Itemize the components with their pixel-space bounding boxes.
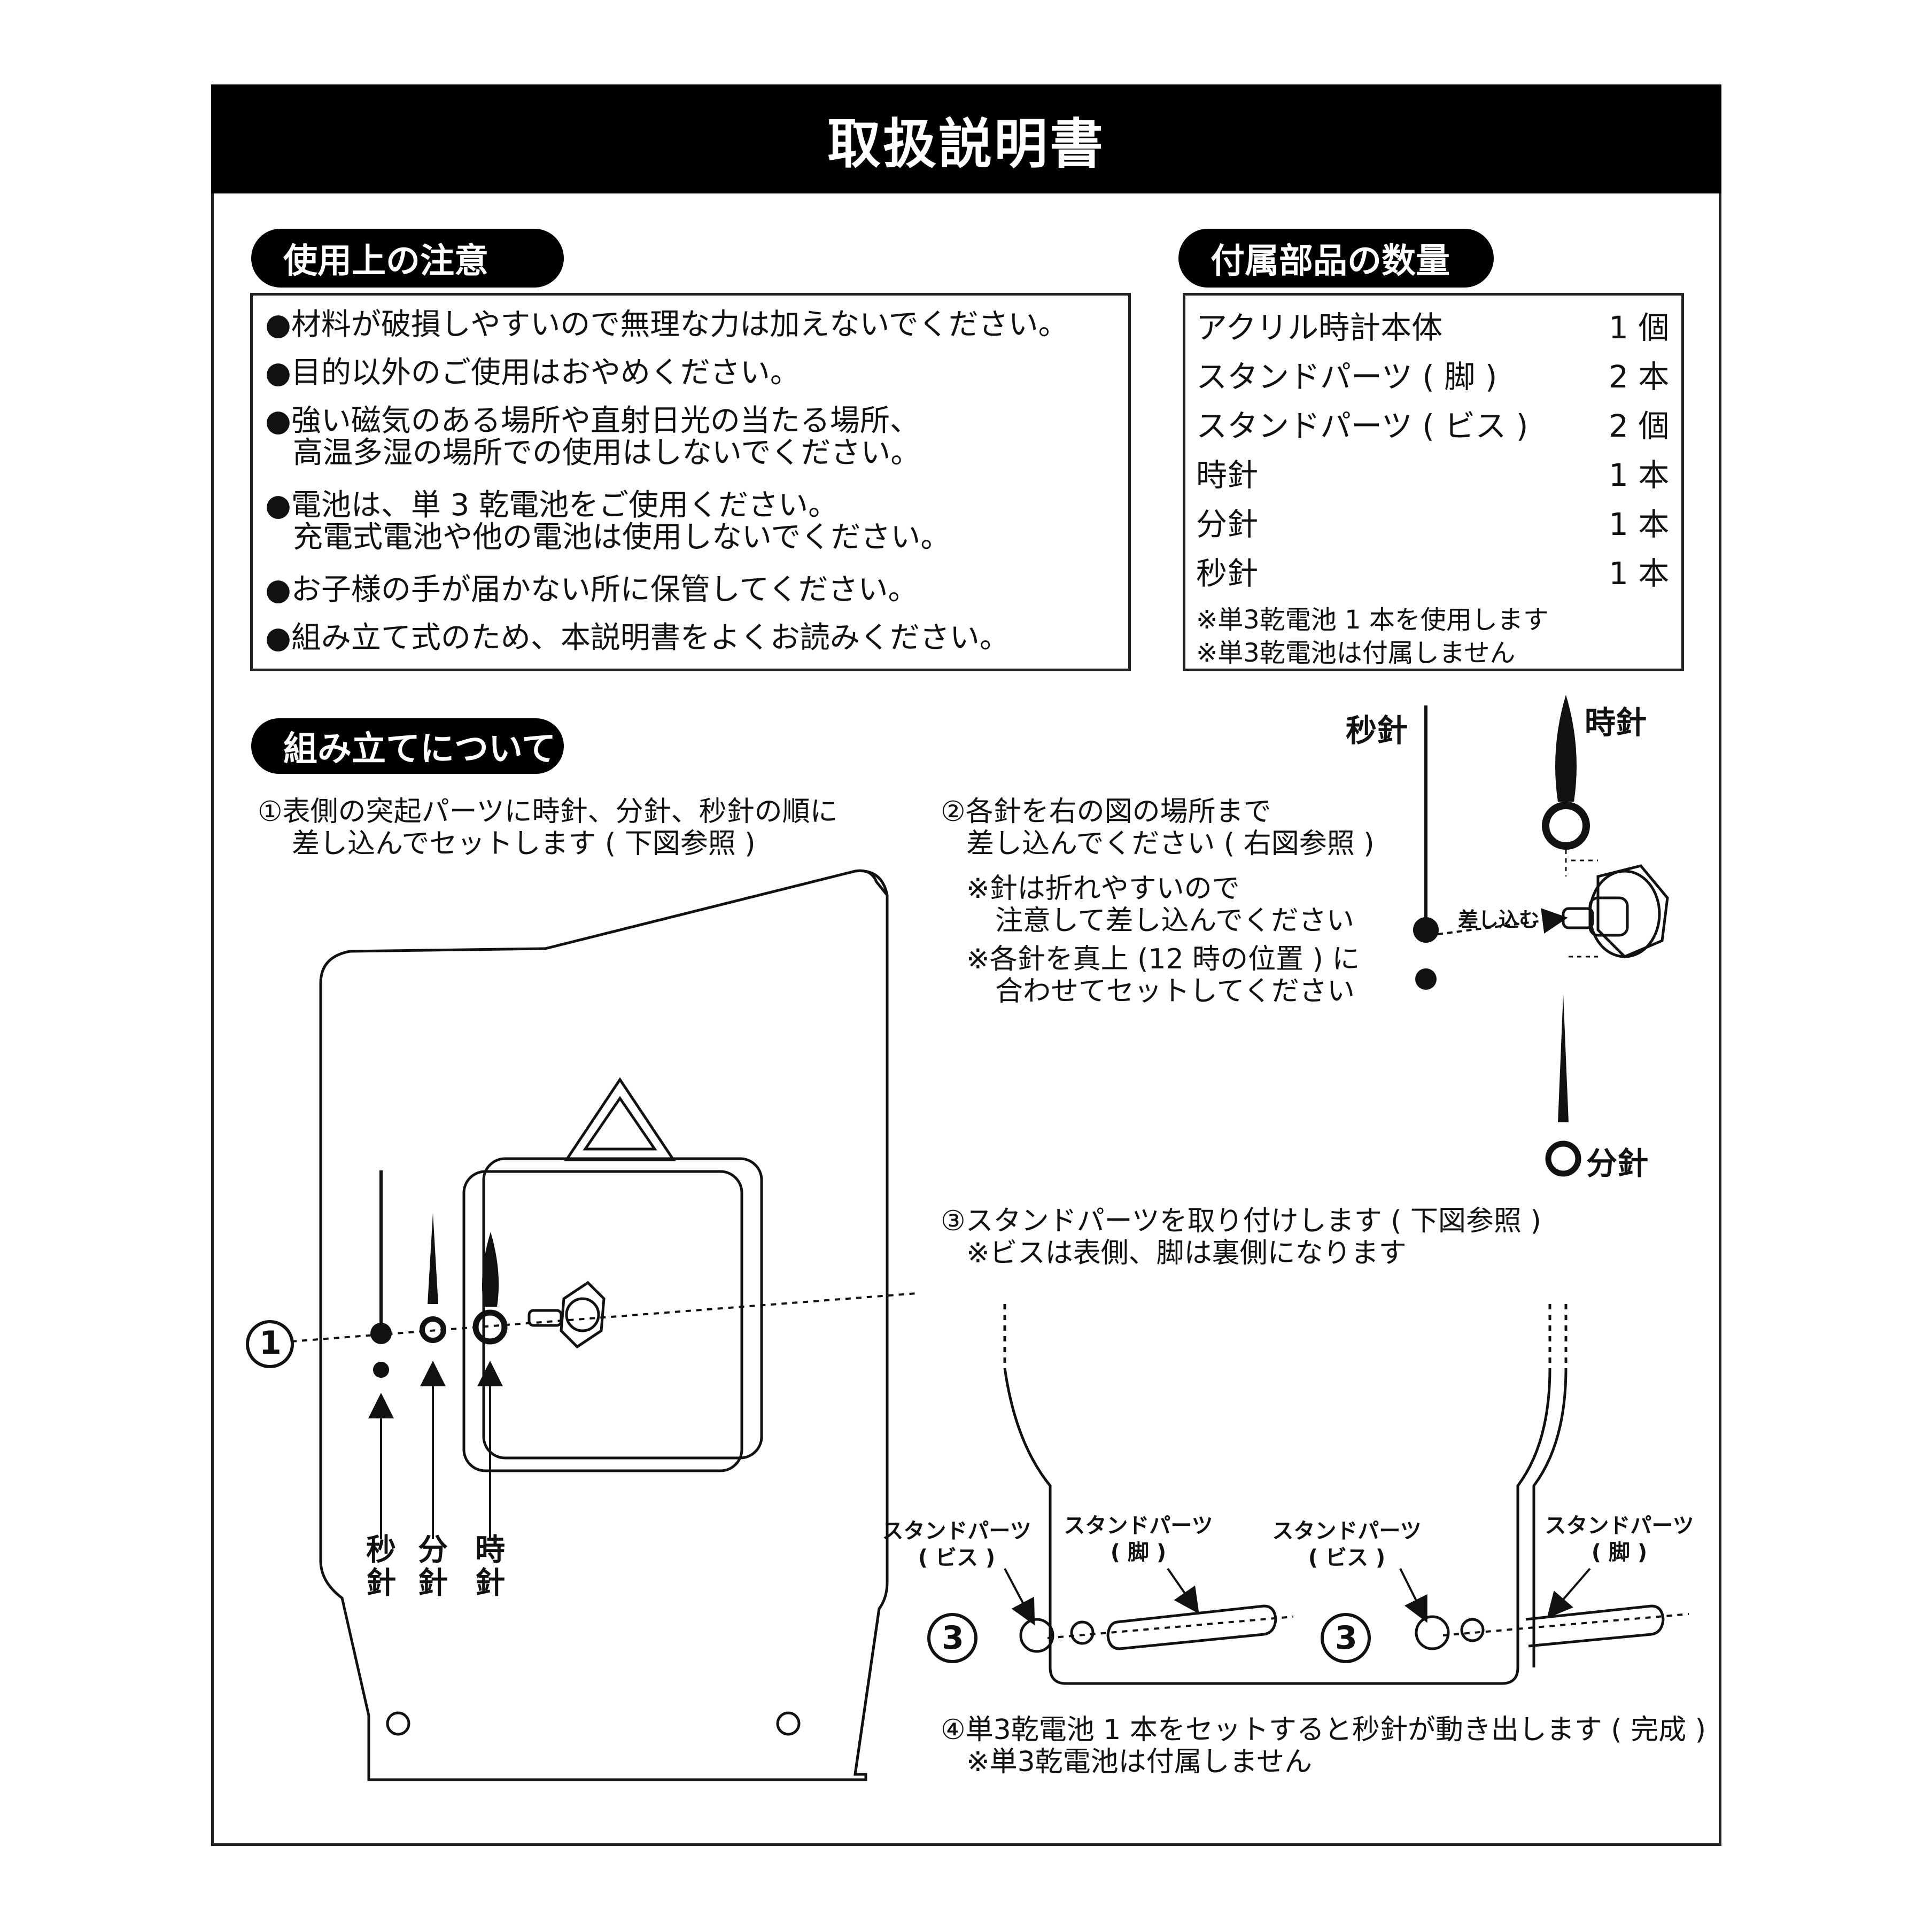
parts-row-name: スタンドパーツ ( ビス )	[1196, 408, 1528, 444]
caution-item: ●組み立て式のため、本説明書をよくお読みください。	[265, 620, 1010, 655]
step3-line: ※ビスは表側、脚は裏側になります	[966, 1237, 1407, 1269]
parts-row-qty: 1 本	[1609, 506, 1670, 542]
minute-hand-label: 分 針	[418, 1533, 448, 1601]
parts-note: ※単3乾電池 1 本を使用します	[1196, 605, 1549, 635]
caution-box	[250, 293, 1131, 671]
marker-1: 1	[259, 1324, 282, 1362]
page-title: 取扱説明書	[211, 84, 1721, 193]
parts-row-name: 分針	[1196, 506, 1259, 542]
hands-detail-illustration	[1413, 695, 1669, 1177]
stand-leg-label: スタンドパーツ ( 脚 )	[1064, 1514, 1213, 1565]
marker-3: 3	[1335, 1619, 1357, 1657]
hour-hand-label: 時針	[1585, 704, 1647, 741]
step3-line: ③スタンドパーツを取り付けします ( 下図参照 )	[941, 1205, 1541, 1237]
step2-line: 合わせてセットしてください	[995, 975, 1355, 1007]
stand-leg-label: スタンドパーツ ( 脚 )	[1545, 1514, 1694, 1565]
stand-bis-label: スタンドパーツ ( ビス )	[1272, 1519, 1422, 1570]
caution-item: ●材料が破損しやすいので無理な力は加えないでください。	[265, 307, 1068, 342]
parts-row-name: 秒針	[1196, 555, 1259, 592]
parts-row-name: アクリル時計本体	[1196, 309, 1443, 346]
step2-line: ※各針を真上 (12 時の位置 ) に	[966, 943, 1360, 975]
step1-line: ①表側の突起パーツに時針、分針、秒針の順に	[258, 796, 838, 828]
assembly-heading: 組み立てについて	[251, 718, 564, 774]
second-hand-label: 秒 針	[366, 1533, 396, 1601]
caution-item: ●お子様の手が届かない所に保管してください。	[265, 572, 918, 607]
clock-body-illustration	[319, 869, 889, 1781]
step2-line: 注意して差し込んでください	[995, 905, 1354, 937]
hands-illustration	[368, 1170, 508, 1539]
caution-item: ●強い磁気のある場所や直射日光の当たる場所、	[265, 404, 920, 438]
parts-row-name: 時針	[1196, 457, 1259, 493]
stand-bis-label: スタンドパーツ ( ビス )	[882, 1519, 1031, 1570]
step2-line: ※針は折れやすいので	[966, 873, 1240, 905]
parts-row-qty: 1 本	[1609, 555, 1670, 592]
marker-3: 3	[942, 1619, 964, 1657]
step2-line: 差し込んでください ( 右図参照 )	[966, 828, 1375, 860]
caution-item: 充電式電池や他の電池は使用しないでください。	[293, 520, 951, 555]
parts-box	[1183, 293, 1684, 671]
step4-line: ④単3乾電池 1 本をセットすると秒針が動き出します ( 完成 )	[941, 1714, 1706, 1746]
insert-label: 差し込む	[1458, 908, 1540, 932]
caution-heading: 使用上の注意	[251, 229, 564, 288]
parts-row-qty: 1 本	[1609, 457, 1670, 493]
parts-row-qty: 2 個	[1609, 408, 1670, 444]
hour-hand-label: 時 針	[475, 1533, 505, 1601]
parts-note: ※単3乾電池は付属しません	[1196, 638, 1516, 668]
caution-item: 高温多湿の場所での使用はしないでください。	[293, 436, 921, 470]
parts-row-qty: 1 個	[1609, 309, 1670, 346]
parts-row-name: スタンドパーツ ( 脚 )	[1196, 359, 1498, 395]
caution-item: ●目的以外のご使用はおやめください。	[265, 355, 800, 390]
second-hand-label: 秒針	[1346, 712, 1408, 749]
parts-row-qty: 2 本	[1609, 359, 1670, 395]
stand-illustration	[1003, 1304, 1665, 1685]
step1-line: 差し込んでセットします ( 下図参照 )	[292, 828, 756, 860]
step4-line: ※単3乾電池は付属しません	[966, 1746, 1313, 1778]
caution-item: ●電池は、単 3 乾電池をご使用ください。	[265, 488, 839, 523]
parts-heading: 付属部品の数量	[1178, 229, 1494, 288]
step2-line: ②各針を右の図の場所まで	[941, 796, 1271, 828]
minute-hand-label: 分針	[1586, 1145, 1649, 1182]
